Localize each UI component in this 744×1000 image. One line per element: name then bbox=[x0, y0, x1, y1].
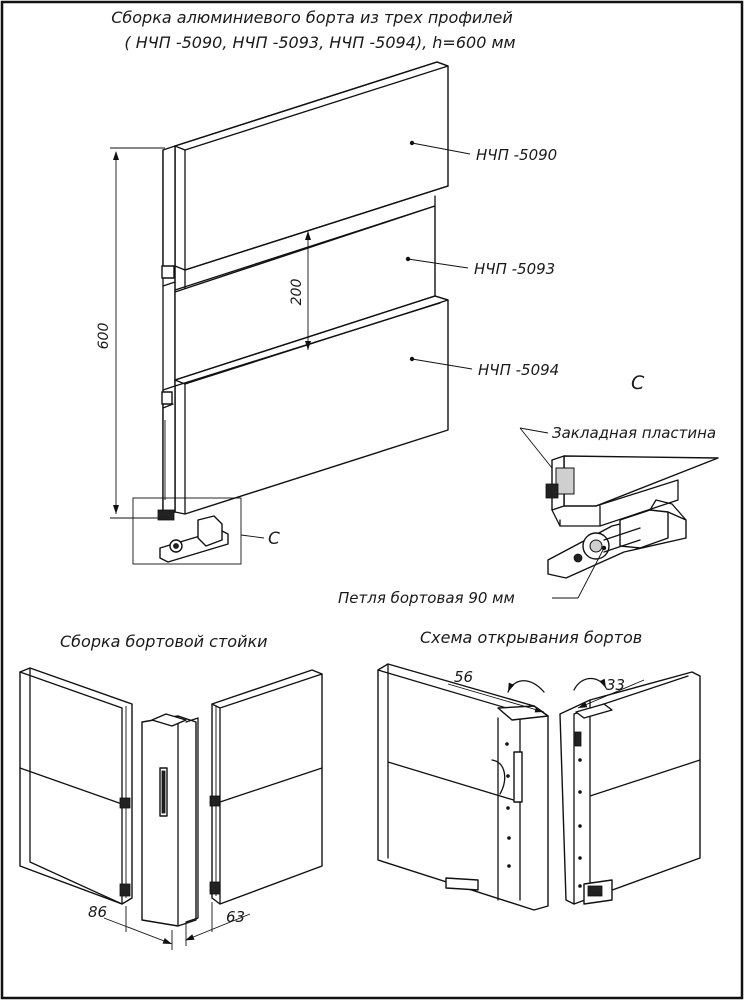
label-board-hinge: Петля бортовая 90 мм bbox=[338, 589, 515, 607]
open-arrow-right-icon bbox=[573, 677, 607, 691]
post-assembly-title: Сборка бортовой стойки bbox=[60, 632, 268, 651]
dimension-200-label: 200 bbox=[289, 279, 305, 306]
open-arrow-left-icon bbox=[507, 680, 545, 693]
dimension-86-label: 86 bbox=[88, 903, 107, 921]
detail-c-title: C bbox=[631, 372, 645, 394]
detail-c-view: C Закладная пластина Петля бортовая 90 м… bbox=[338, 372, 719, 607]
opening-scheme-title: Схема открывания бортов bbox=[420, 628, 642, 647]
detail-c-callout: C bbox=[132, 497, 280, 565]
dimension-56-label: 56 bbox=[454, 668, 473, 686]
dimension-200: 200 bbox=[289, 231, 311, 350]
opening-scheme-view: Схема открывания бортов 56 bbox=[377, 628, 701, 911]
drawing-title: Сборка алюминиевого борта из трех профил… bbox=[111, 8, 513, 27]
scheme-latch bbox=[513, 751, 523, 803]
label-nchp-5094: НЧП -5094 bbox=[478, 361, 559, 379]
detail-c-ref-label: C bbox=[268, 529, 280, 549]
label-nchp-5093: НЧП -5093 bbox=[474, 260, 555, 278]
dimension-600: 600 bbox=[96, 147, 165, 519]
post-left-board bbox=[19, 667, 133, 905]
dimension-33-label: 33 bbox=[606, 676, 625, 694]
scheme-left-board bbox=[377, 663, 549, 911]
bort-post bbox=[141, 715, 197, 927]
dimension-600-label: 600 bbox=[96, 323, 112, 350]
profile-leaders: НЧП -5090 НЧП -5093 НЧП -5094 bbox=[405, 140, 559, 379]
detail-board-slab bbox=[563, 455, 719, 507]
embedded-plate bbox=[555, 467, 575, 495]
post-assembly-view: Сборка бортовой стойки 86 63 bbox=[19, 632, 323, 950]
profile-5090-edge bbox=[162, 145, 176, 271]
drawing-subtitle: ( НЧП -5090, НЧП -5093, НЧП -5094), h=60… bbox=[124, 33, 515, 52]
dimension-63-label: 63 bbox=[226, 908, 245, 926]
label-embedded-plate: Закладная пластина bbox=[552, 424, 716, 442]
board-main-view bbox=[161, 61, 449, 519]
label-nchp-5090: НЧП -5090 bbox=[476, 146, 557, 164]
